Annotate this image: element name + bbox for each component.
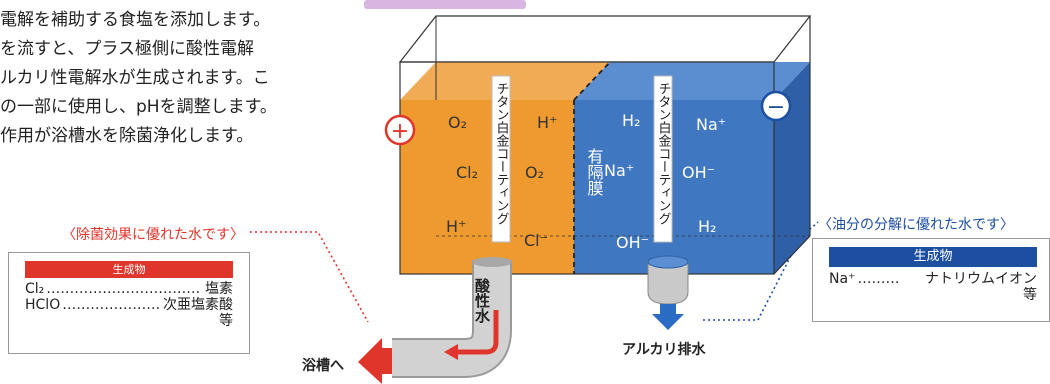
product-formula: HClO — [25, 297, 61, 313]
minus-terminal-icon — [760, 90, 792, 122]
alkali-panel-title: 〈油分の分解に優れた水です〉 — [818, 217, 1014, 233]
right-electrode-label: チタン白金コーティング — [656, 82, 672, 225]
alkali-products-etc: 等 — [1023, 287, 1037, 303]
acid-panel-title: 〈除菌効果に優れた水です〉 — [62, 227, 244, 243]
acid-leader-line — [250, 231, 369, 323]
product-dots: ……… — [857, 271, 900, 287]
species-h2: H₂ — [698, 217, 716, 236]
acid-pipe-mouth — [472, 257, 512, 267]
species-h2: H₂ — [622, 111, 640, 130]
alkali-drain-mouth — [647, 255, 689, 269]
product-dots: ………………… — [62, 297, 161, 313]
acid-products-box: 生成物 Cl₂ …………………………… 塩素 HClO ………………… 次亜塩素… — [8, 252, 250, 354]
acid-water — [400, 100, 574, 274]
alkali-products-header: 生成物 — [829, 247, 1037, 267]
alkali-water — [574, 100, 774, 274]
alkali-leader-line — [703, 221, 819, 321]
product-formula: Cl₂ — [25, 281, 45, 297]
acid-products-etc: 等 — [219, 313, 233, 329]
to-bath-arrow-icon — [358, 338, 392, 384]
alkali-surface — [574, 62, 810, 100]
plus-sign: + — [391, 119, 409, 144]
product-formula: Na⁺ — [829, 271, 856, 287]
species-na-plus: Na⁺ — [604, 161, 634, 180]
acid-product-row: Cl₂ …………………………… 塩素 — [25, 281, 233, 297]
minus-sign: − — [767, 95, 785, 120]
acid-pipe-label: 酸性水 — [473, 277, 491, 324]
tank-bottom-edge — [773, 235, 811, 275]
header-tab — [364, 0, 526, 9]
intro-line: 電解を補助する食塩を添加します。 — [0, 10, 271, 30]
acid-flow-arrowhead — [444, 344, 458, 360]
membrane-label: 有隔膜 — [585, 148, 604, 197]
product-name: ナトリウムイオン — [925, 271, 1037, 287]
right-electrode-plate — [653, 75, 673, 243]
intro-line: を流すと、プラス極側に酸性電解 — [0, 39, 254, 59]
intro-line: 作用が浴槽水を除菌浄化します。 — [0, 126, 254, 146]
alkali-product-row: Na⁺ ……… ナトリウムイオン — [829, 271, 1037, 287]
acid-products-header: 生成物 — [25, 261, 233, 278]
alkali-drain-label: アルカリ排水 — [622, 341, 706, 358]
product-name: 塩素 — [205, 281, 233, 297]
species-o2: O₂ — [448, 113, 467, 132]
left-electrode-plate — [491, 75, 511, 243]
species-h-plus: H⁺ — [446, 217, 466, 236]
intro-line: の一部に使用し、pHを調整します。 — [0, 97, 277, 117]
species-cl2: Cl₂ — [456, 163, 478, 182]
tank-top — [398, 15, 812, 63]
species-na-plus: Na⁺ — [696, 115, 726, 134]
species-h-plus: H⁺ — [537, 113, 557, 132]
species-cl-minus: Cl⁻ — [524, 231, 548, 250]
product-name: 次亜塩素酸 — [163, 297, 233, 313]
tank-front — [399, 61, 775, 275]
alkali-drain-arrow-icon — [652, 304, 684, 330]
acid-product-row: HClO ………………… 次亜塩素酸 — [25, 297, 233, 313]
species-oh-minus: OH⁻ — [616, 233, 649, 252]
intro-text: 電解を補助する食塩を添加します。 を流すと、プラス極側に酸性電解 ルカリ性電解水… — [0, 6, 340, 151]
acid-flow-arrow — [458, 310, 499, 355]
to-bath-label: 浴槽へ — [302, 357, 344, 374]
species-o2: O₂ — [525, 163, 544, 182]
alkali-products-box: 生成物 Na⁺ ……… ナトリウムイオン 等 — [812, 238, 1050, 322]
plus-terminal-icon — [384, 114, 416, 146]
product-dots: …………………………… — [46, 281, 201, 297]
species-oh-minus: OH⁻ — [682, 163, 715, 182]
left-electrode-label: チタン白金コーティング — [494, 82, 510, 225]
intro-line: ルカリ性電解水が生成されます。こ — [0, 68, 270, 88]
